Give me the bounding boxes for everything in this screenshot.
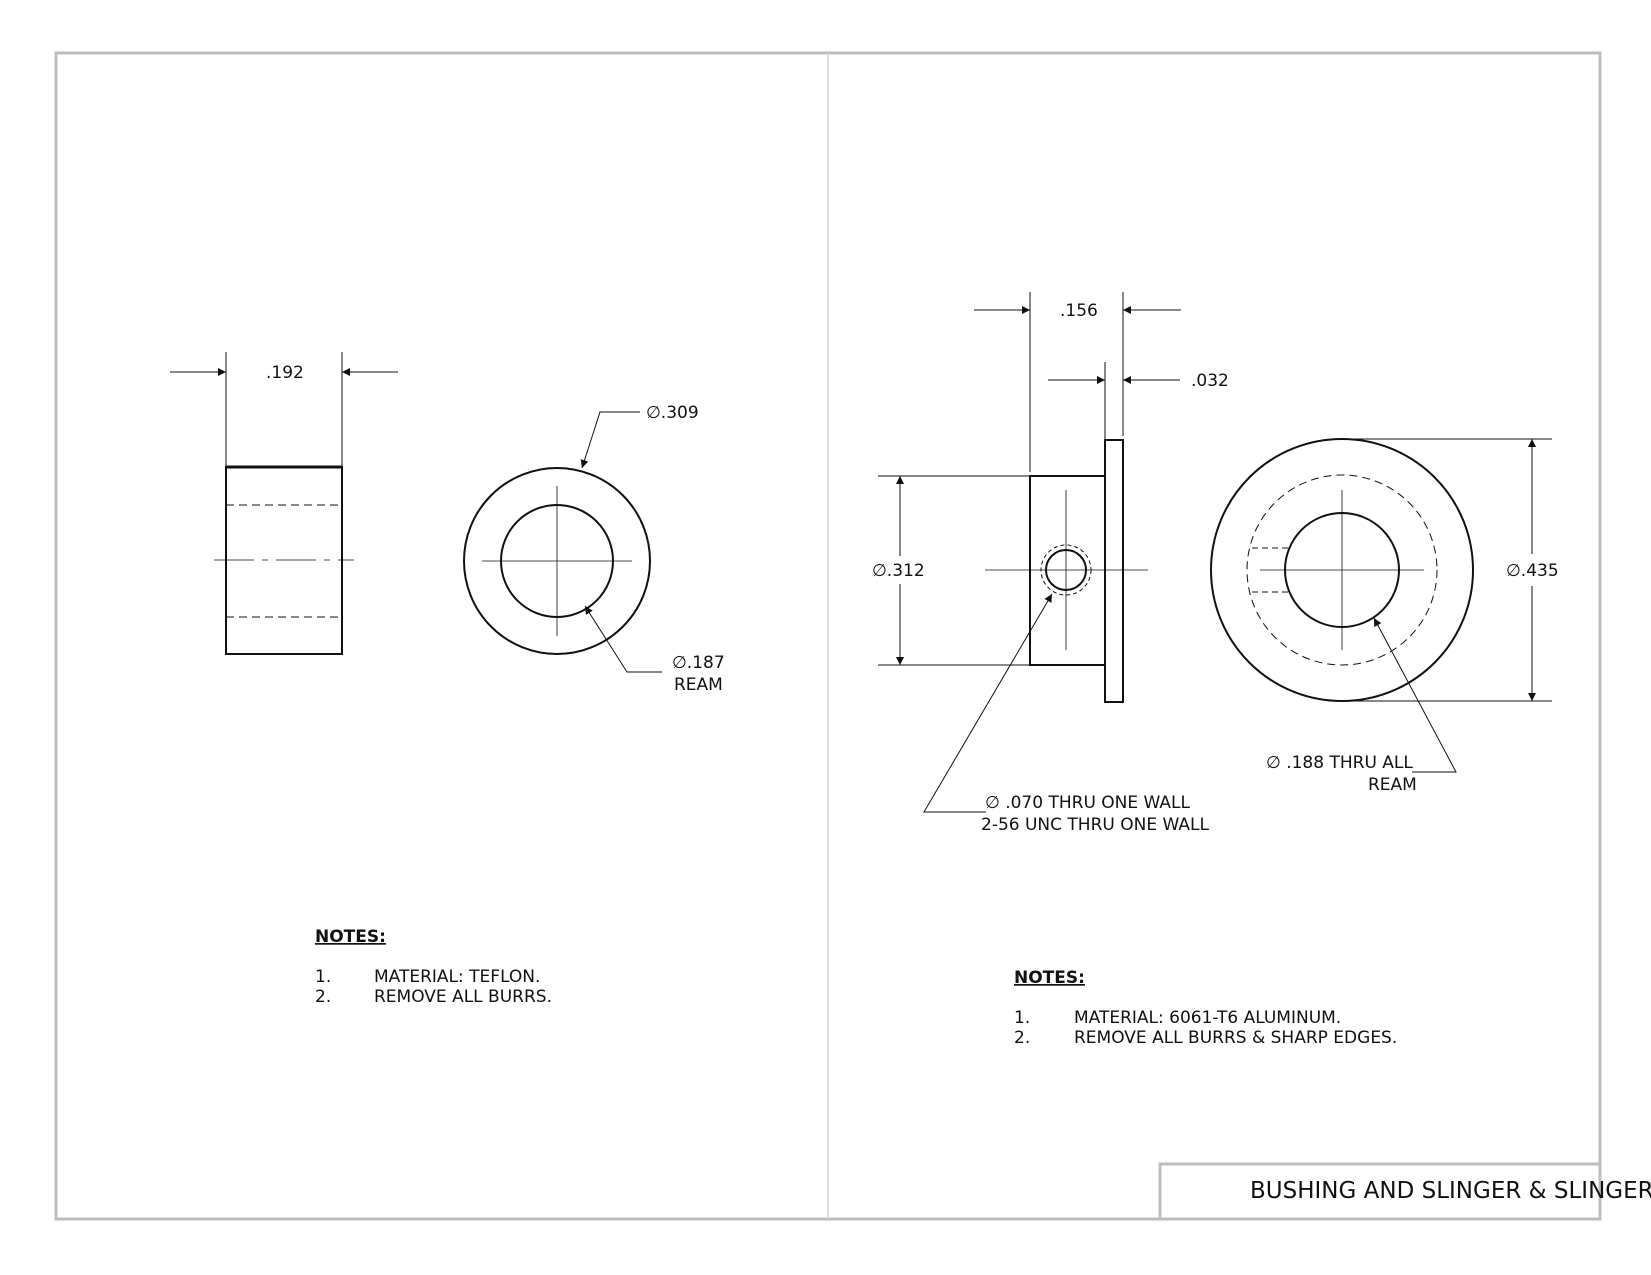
bushing-id-label: ∅.187: [672, 653, 725, 673]
right-notes-heading: NOTES:: [1014, 968, 1085, 988]
right-note-2-text: REMOVE ALL BURRS & SHARP EDGES.: [1074, 1028, 1397, 1048]
right-note-1-text: MATERIAL: 6061-T6 ALUMINUM.: [1074, 1008, 1341, 1028]
slinger-length-dimension: [974, 292, 1181, 472]
slinger-hole-note-1: ∅ .070 THRU ONE WALL: [985, 793, 1191, 813]
left-note-2-num: 2.: [315, 987, 331, 1007]
bushing-length-label: .192: [266, 363, 304, 383]
slinger-flange-od-label: ∅.435: [1506, 561, 1559, 581]
slinger-flange-dimension: [1048, 362, 1180, 440]
slinger-length-label: .156: [1060, 301, 1098, 321]
slinger-hub-od-label: ∅.312: [872, 561, 925, 581]
bushing-length-dimension: [170, 352, 398, 467]
slinger-end-view: [1210, 438, 1474, 702]
bushing-side-view: [214, 465, 354, 655]
slinger-bore-note-2: REAM: [1368, 775, 1417, 795]
bushing-id-leader: [584, 605, 662, 673]
slinger-bore-leader: [1373, 617, 1457, 773]
slinger-flange-od-dimension: [1342, 438, 1552, 702]
title-block: [1158, 1162, 1602, 1221]
slinger-side-view: [985, 439, 1148, 703]
left-note-2-text: REMOVE ALL BURRS.: [374, 987, 552, 1007]
slinger-hub-od-dimension: [878, 475, 1030, 666]
left-note-1-num: 1.: [315, 967, 331, 987]
slinger-flange-label: .032: [1191, 371, 1229, 391]
right-note-2-num: 2.: [1014, 1028, 1030, 1048]
left-notes-heading: NOTES:: [315, 927, 386, 947]
slinger-hole-note-2: 2-56 UNC THRU ONE WALL: [981, 815, 1209, 835]
left-note-1-text: MATERIAL: TEFLON.: [374, 967, 540, 987]
slinger-bore-note-1: ∅ .188 THRU ALL: [1266, 753, 1413, 773]
right-note-1-num: 1.: [1014, 1008, 1030, 1028]
slinger-hole-leader: [923, 593, 1053, 813]
bushing-od-leader: [580, 411, 640, 469]
drawing-title: BUSHING AND SLINGER & SLINGER: [1250, 1178, 1651, 1204]
bushing-end-view: [463, 467, 651, 655]
bushing-od-label: ∅.309: [646, 403, 699, 423]
bushing-id-note: REAM: [674, 675, 723, 695]
